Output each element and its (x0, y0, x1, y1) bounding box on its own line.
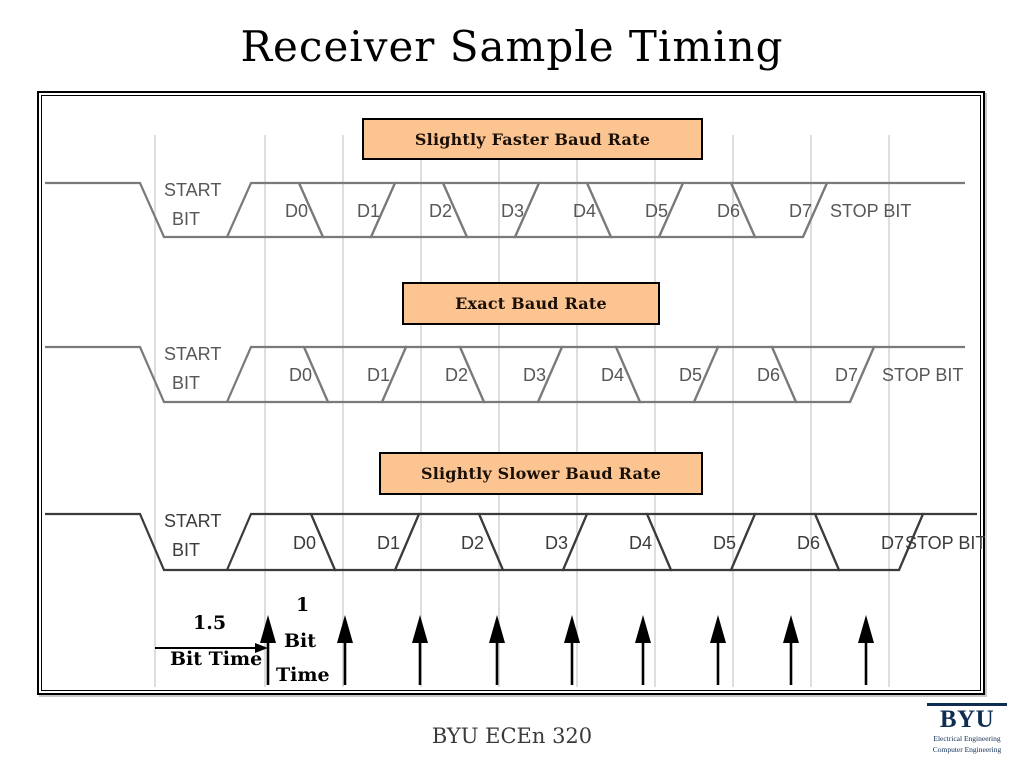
data-bit-label: D6 (757, 365, 780, 385)
data-bit-label: D0 (293, 533, 316, 553)
data-bit-label: D1 (357, 201, 380, 221)
data-bit-label: D2 (445, 365, 468, 385)
data-bit-label: D2 (461, 533, 484, 553)
sample-arrows (260, 615, 874, 685)
data-bit-label: D7 (789, 201, 812, 221)
data-bit-label: D4 (629, 533, 652, 553)
start-bit-label-line1: START (164, 180, 221, 200)
waveform-faster (45, 181, 965, 239)
sample-arrow (783, 615, 799, 685)
annotation-bit-time: Bit Time (170, 648, 263, 670)
data-bit-label: D6 (717, 201, 740, 221)
stop-bit-label: STOP BIT (882, 365, 963, 385)
sample-arrow (710, 615, 726, 685)
start-bit-label-line2: BIT (172, 373, 200, 393)
annotation-one: 1 (296, 594, 310, 616)
start-bit-label-line2: BIT (172, 540, 200, 560)
byu-logo: BYU Electrical Engineering Computer Engi… (921, 703, 1013, 757)
waveform-slower-labels: START BIT D0 D1 D2 D3 D4 D5 D6 D7 STOP B… (164, 511, 985, 560)
sample-arrow (858, 615, 874, 685)
logo-wordmark: BYU (939, 706, 995, 733)
data-bit-label: D0 (285, 201, 308, 221)
data-bit-label: D3 (523, 365, 546, 385)
start-bit-label-line1: START (164, 344, 221, 364)
waveform-slower (45, 512, 977, 572)
data-bit-label: D1 (377, 533, 400, 553)
start-bit-label-line1: START (164, 511, 221, 531)
data-bit-label: D0 (289, 365, 312, 385)
start-bit-label-line2: BIT (172, 209, 200, 229)
diagram-frame (37, 91, 985, 695)
data-bit-label: D3 (501, 201, 524, 221)
annotation-1-5: 1.5 (193, 612, 227, 634)
data-bit-label: D5 (713, 533, 736, 553)
sample-arrow (337, 615, 353, 685)
page-title: Receiver Sample Timing (240, 22, 784, 71)
stop-bit-label: STOP BIT (830, 201, 911, 221)
data-bit-label: D7 (835, 365, 858, 385)
data-bit-label: D1 (367, 365, 390, 385)
stop-bit-label: STOP BIT (905, 533, 985, 553)
data-bit-label: D3 (545, 533, 568, 553)
diagram-frame-inner (41, 95, 981, 691)
data-bit-label: D4 (601, 365, 624, 385)
waveform-exact (45, 345, 965, 404)
data-bit-label: D6 (797, 533, 820, 553)
annotation-bit: Bit (284, 630, 317, 652)
caption-slower-baud-rate: Slightly Slower Baud Rate (379, 452, 703, 495)
data-bit-label: D5 (645, 201, 668, 221)
sample-arrow (564, 615, 580, 685)
logo-dept-line1: Electrical Engineering (933, 734, 1001, 743)
data-bit-label: D7 (881, 533, 904, 553)
annotation-time: Time (276, 664, 330, 686)
caption-exact-baud-rate: Exact Baud Rate (402, 282, 660, 325)
logo-bar (927, 703, 1007, 706)
data-bit-label: D2 (429, 201, 452, 221)
data-bit-label: D5 (679, 365, 702, 385)
sample-arrow (489, 615, 505, 685)
waveform-faster-labels: START BIT D0 D1 D2 D3 D4 D5 D6 D7 STOP B… (164, 180, 911, 229)
sample-arrow (260, 615, 276, 685)
bit-time-measure-arrow (155, 643, 268, 653)
sample-arrow (412, 615, 428, 685)
data-bit-label: D4 (573, 201, 596, 221)
waveform-exact-labels: START BIT D0 D1 D2 D3 D4 D5 D6 D7 STOP B… (164, 344, 963, 393)
logo-dept-line2: Computer Engineering (932, 745, 1002, 754)
slide-footer: BYU ECEn 320 (431, 724, 593, 748)
gridlines (154, 135, 890, 687)
timing-diagram: START BIT D0 D1 D2 D3 D4 D5 D6 D7 STOP B… (45, 135, 985, 687)
caption-faster-baud-rate: Slightly Faster Baud Rate (362, 118, 703, 160)
sample-arrow (635, 615, 651, 685)
